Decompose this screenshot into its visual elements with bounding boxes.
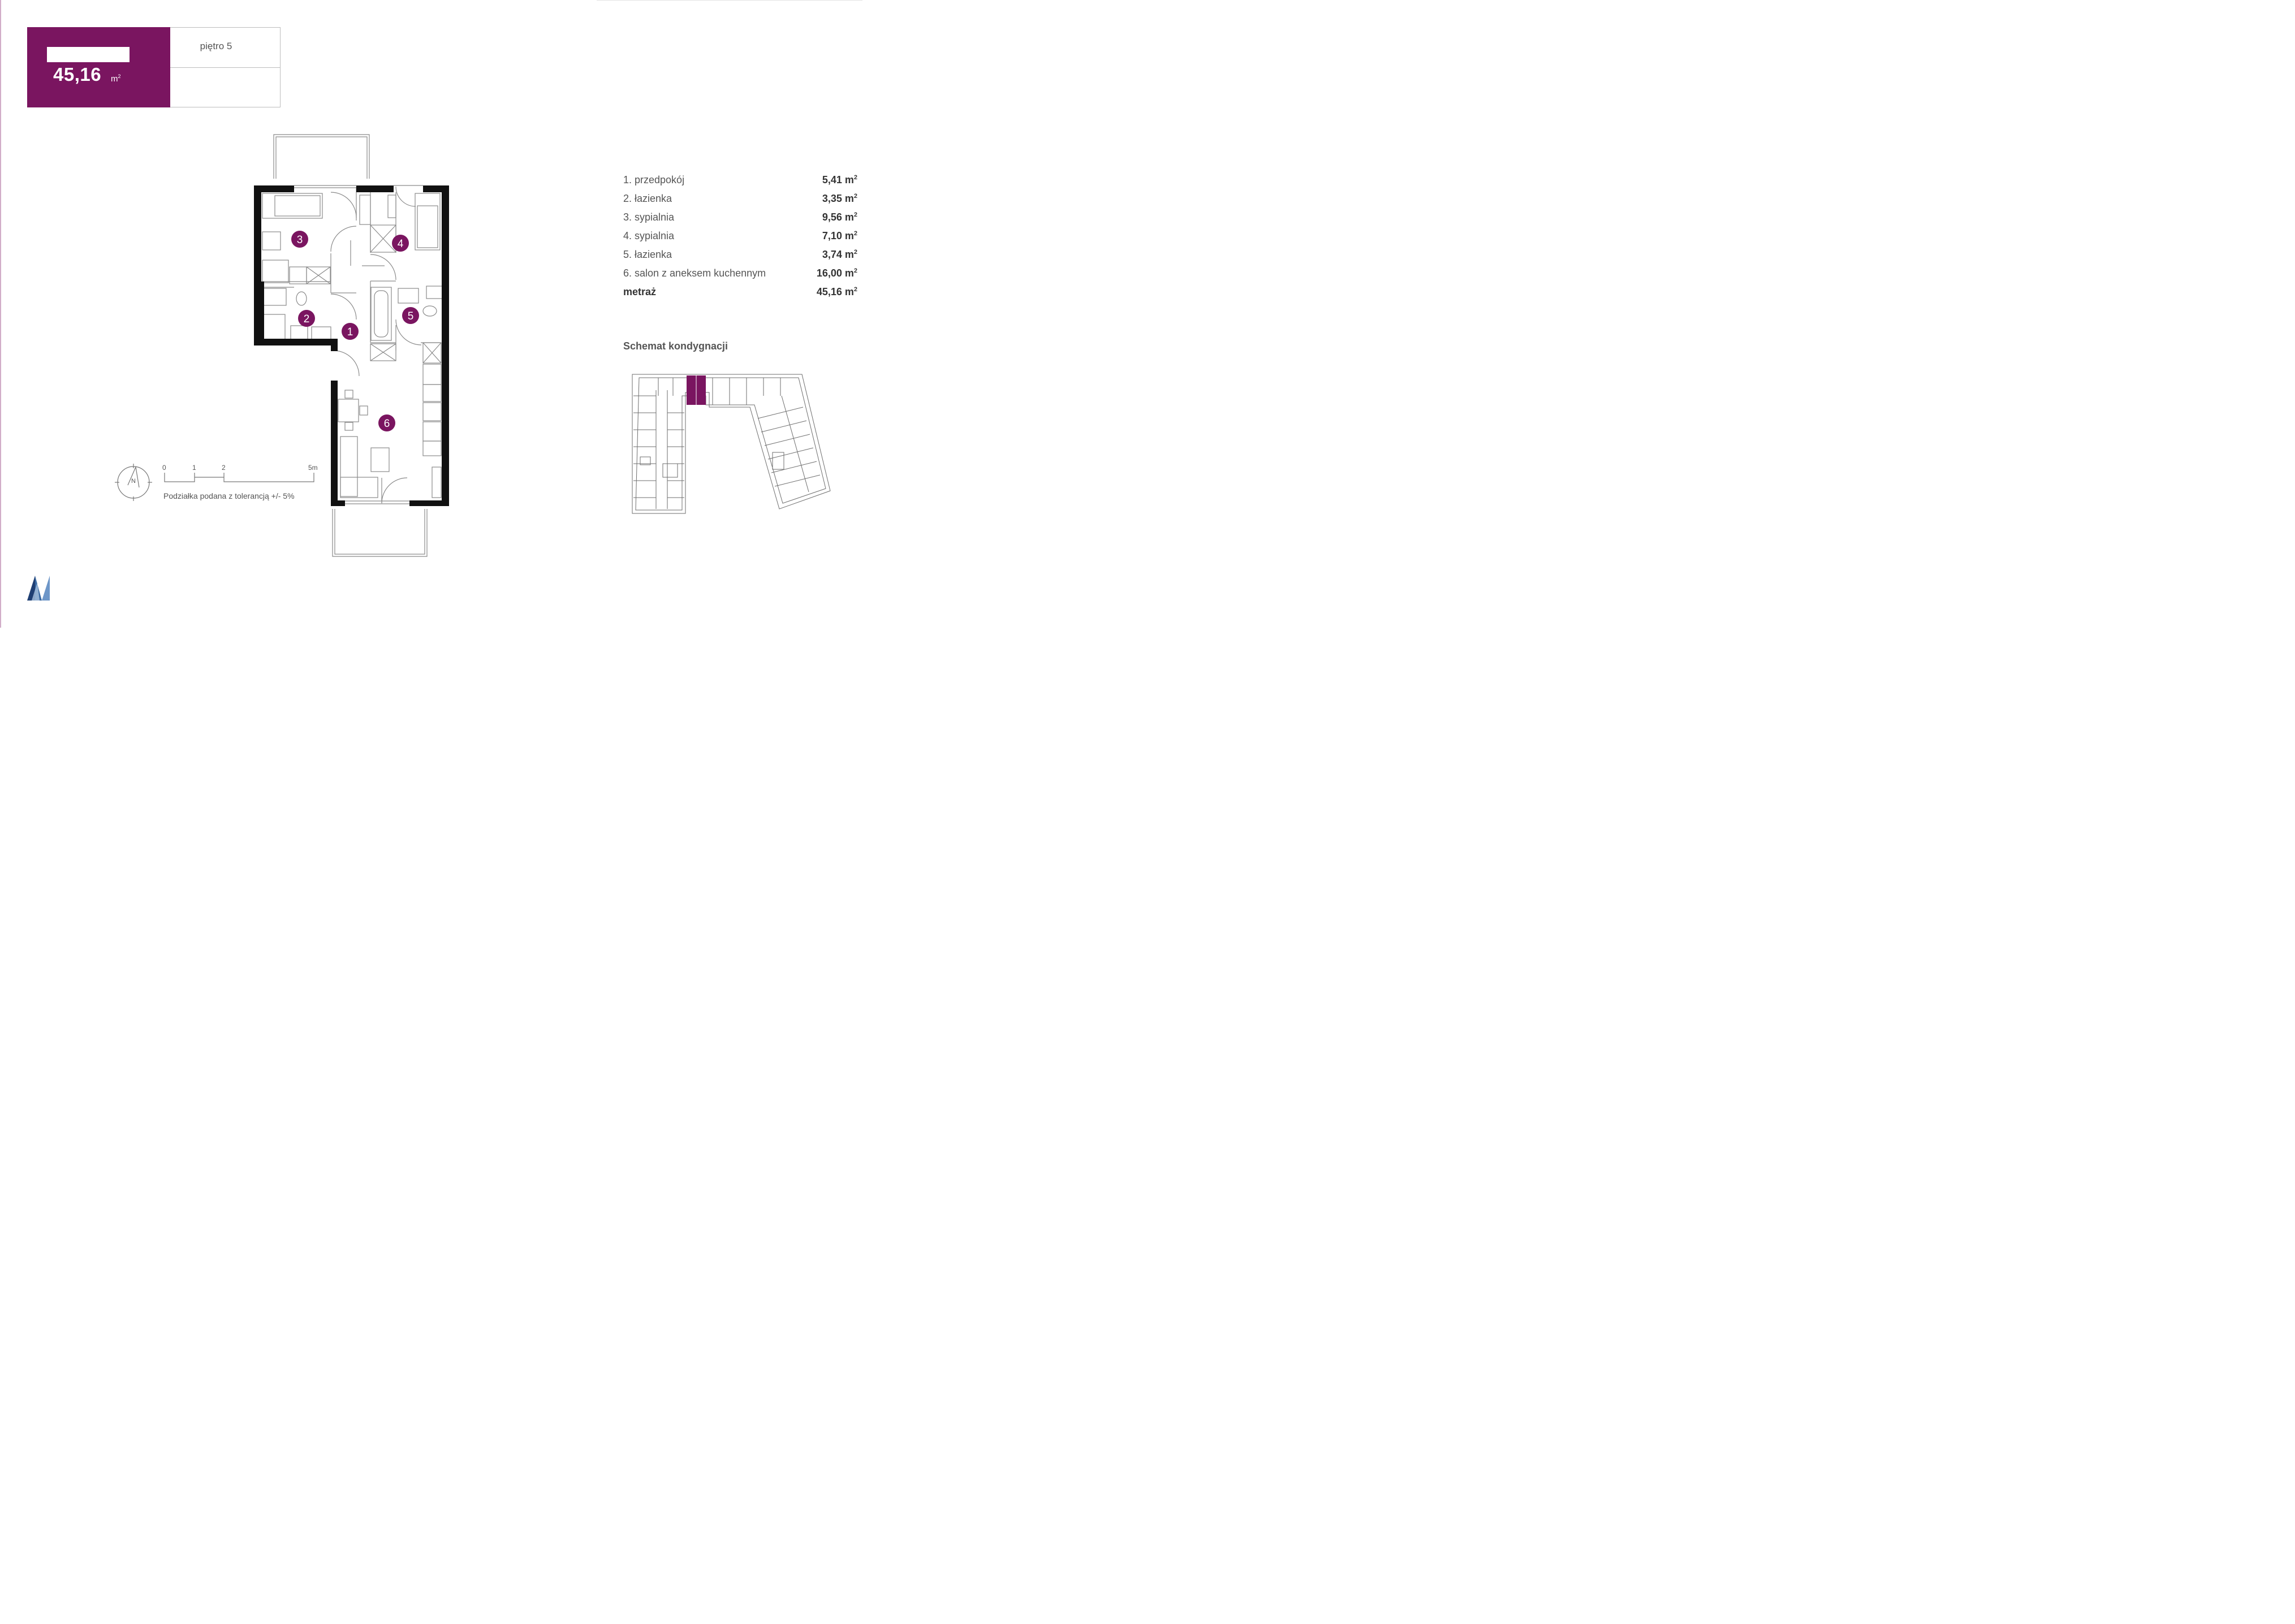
room-area: 3,74 m2 <box>822 249 857 260</box>
room-marker-4 <box>392 235 409 252</box>
floor-schema-map <box>632 374 831 514</box>
schema-title: Schemat kondygnacji <box>623 340 728 352</box>
room-area: 5,41 m2 <box>822 174 857 185</box>
room-marker-2 <box>298 310 315 327</box>
room-area: 3,35 m2 <box>822 193 857 204</box>
room-name: 5. łazienka <box>623 249 672 260</box>
room-marker-label: 1 <box>347 326 353 338</box>
developer-logo-icon <box>27 576 50 601</box>
scale-tick: 0 <box>162 464 166 472</box>
room-row: 6. salon z aneksem kuchennym 16,00 m2 <box>623 267 857 286</box>
top-rule <box>597 0 862 1</box>
total-area-row: metraż 45,16 m2 <box>623 286 857 305</box>
scale-tick: 5m <box>308 464 318 472</box>
room-row: 4. sypialnia 7,10 m2 <box>623 230 857 249</box>
room-marker-label: 5 <box>408 310 414 322</box>
room-row: 1. przedpokój 5,41 m2 <box>623 174 857 193</box>
room-name: 6. salon z aneksem kuchennym <box>623 267 766 279</box>
total-label: metraż <box>623 286 657 297</box>
compass-icon <box>115 464 152 501</box>
room-name: 2. łazienka <box>623 193 672 204</box>
scale-note: Podziałka podana z tolerancją +/- 5% <box>163 491 295 500</box>
page-edge-accent <box>0 0 1 628</box>
room-name: 3. sypialnia <box>623 211 675 223</box>
scale-tick: 1 <box>192 464 196 472</box>
apartment-label-bar <box>47 47 130 62</box>
compass-label: N <box>131 478 136 485</box>
floor-plan: 1 2 3 4 5 6 N <box>27 134 831 601</box>
room-marker-label: 2 <box>304 313 310 325</box>
room-name: 4. sypialnia <box>623 230 675 241</box>
room-area: 16,00 m2 <box>816 267 857 279</box>
room-marker-label: 4 <box>398 238 404 250</box>
room-name: 1. przedpokój <box>623 174 685 185</box>
room-area: 7,10 m2 <box>822 230 857 241</box>
room-marker-3 <box>291 231 308 248</box>
room-marker-1 <box>342 323 359 340</box>
scale-bar <box>164 473 314 482</box>
balcony-bottom <box>332 509 428 557</box>
floor-label: piętro 5 <box>200 41 232 51</box>
room-markers: 1 2 3 4 5 6 <box>291 231 419 431</box>
scale-tick: 2 <box>222 464 226 472</box>
room-row: 2. łazienka 3,35 m2 <box>623 193 857 211</box>
room-area: 9,56 m2 <box>822 211 857 223</box>
room-marker-label: 6 <box>384 418 390 430</box>
room-marker-6 <box>378 414 395 431</box>
room-row: 5. łazienka 3,74 m2 <box>623 249 857 267</box>
apartment-area-unit: m2 <box>111 74 121 84</box>
header-divider <box>170 67 281 68</box>
outer-walls <box>254 185 449 506</box>
balcony-top <box>273 134 370 179</box>
area-badge <box>27 27 170 107</box>
door-swing <box>330 192 357 218</box>
room-row: 3. sypialnia 9,56 m2 <box>623 211 857 230</box>
room-area-list: 1. przedpokój 5,41 m2 2. łazienka 3,35 m… <box>623 174 857 305</box>
room-marker-label: 3 <box>297 234 303 246</box>
total-area: 45,16 m2 <box>816 286 857 297</box>
room-marker-5 <box>402 307 419 324</box>
apartment-area-value: 45,16 <box>53 64 102 85</box>
